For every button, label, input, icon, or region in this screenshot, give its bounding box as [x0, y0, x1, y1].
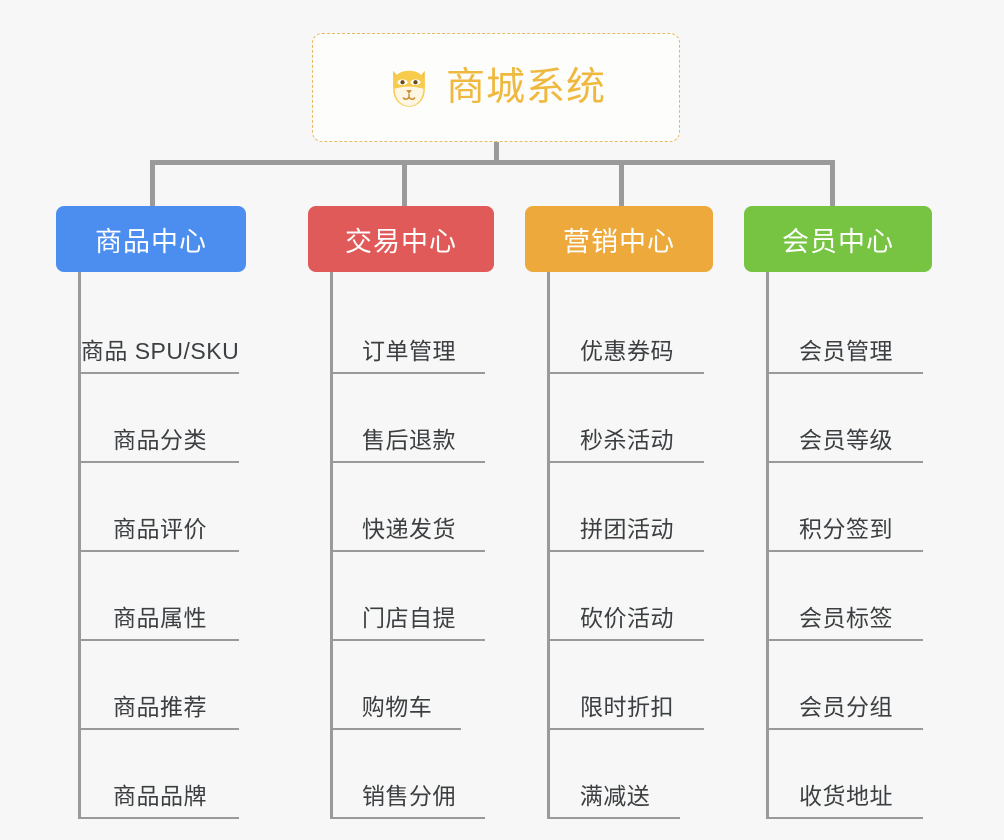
- category-header-1[interactable]: 商品中心: [56, 206, 246, 272]
- connector-drop-1: [150, 160, 155, 210]
- leaf-item-4-4[interactable]: 会员标签: [769, 552, 923, 641]
- connector-root-stem: [494, 142, 499, 164]
- leaf-item-4-5[interactable]: 会员分组: [769, 641, 923, 730]
- leaf-item-1-6[interactable]: 商品品牌: [81, 730, 239, 819]
- leaf-item-1-4[interactable]: 商品属性: [81, 552, 239, 641]
- leaf-item-1-1[interactable]: 商品 SPU/SKU: [81, 282, 239, 374]
- leaf-label: 积分签到: [799, 516, 893, 542]
- leaf-label: 会员管理: [799, 338, 893, 364]
- connector-drop-4: [830, 160, 835, 210]
- leaf-item-1-5[interactable]: 商品推荐: [81, 641, 239, 730]
- leaf-item-2-2[interactable]: 售后退款: [333, 374, 485, 463]
- leaf-item-3-5[interactable]: 限时折扣: [550, 641, 704, 730]
- leaf-label: 会员分组: [799, 694, 893, 720]
- category-header-1-label: 商品中心: [95, 226, 207, 257]
- leaf-item-4-6[interactable]: 收货地址: [769, 730, 923, 819]
- root-title: 商城系统: [445, 66, 606, 109]
- leaf-label: 商品属性: [113, 605, 207, 631]
- category-column-3: 营销中心 优惠券码 秒杀活动 拼团活动 砍价活动 限时折扣 满减送: [525, 206, 713, 819]
- leaf-item-3-6[interactable]: 满减送: [550, 730, 680, 819]
- leaf-label: 订单管理: [362, 338, 456, 364]
- shiba-dog-face-icon: [386, 65, 432, 111]
- leaf-label: 砍价活动: [580, 605, 674, 631]
- leaf-item-2-1[interactable]: 订单管理: [333, 282, 485, 374]
- leaf-list-4: 会员管理 会员等级 积分签到 会员标签 会员分组 收货地址: [766, 272, 932, 819]
- category-column-1: 商品中心 商品 SPU/SKU 商品分类 商品评价 商品属性 商品推荐 商品品牌: [56, 206, 248, 819]
- category-header-2-label: 交易中心: [345, 226, 457, 257]
- category-header-3-label: 营销中心: [563, 226, 675, 257]
- category-column-2: 交易中心 订单管理 售后退款 快递发货 门店自提 购物车 销售分佣: [308, 206, 494, 819]
- root-node[interactable]: 商城系统: [312, 33, 680, 142]
- connector-drop-2: [402, 160, 407, 210]
- leaf-label: 门店自提: [362, 605, 456, 631]
- leaf-label: 商品 SPU/SKU: [80, 338, 240, 364]
- leaf-label: 商品评价: [113, 516, 207, 542]
- leaf-item-4-3[interactable]: 积分签到: [769, 463, 923, 552]
- leaf-label: 商品分类: [113, 427, 207, 453]
- leaf-label: 售后退款: [362, 427, 456, 453]
- category-header-4[interactable]: 会员中心: [744, 206, 932, 272]
- leaf-item-4-1[interactable]: 会员管理: [769, 282, 923, 374]
- category-header-3[interactable]: 营销中心: [525, 206, 713, 272]
- leaf-label: 秒杀活动: [580, 427, 674, 453]
- leaf-item-2-4[interactable]: 门店自提: [333, 552, 485, 641]
- leaf-label: 收货地址: [799, 783, 893, 809]
- leaf-list-2: 订单管理 售后退款 快递发货 门店自提 购物车 销售分佣: [330, 272, 494, 819]
- connector-horizontal-bar: [150, 160, 835, 165]
- category-column-4: 会员中心 会员管理 会员等级 积分签到 会员标签 会员分组 收货地址: [744, 206, 932, 819]
- leaf-label: 会员标签: [799, 605, 893, 631]
- leaf-label: 商品推荐: [113, 694, 207, 720]
- leaf-label: 满减送: [579, 783, 651, 809]
- leaf-label: 拼团活动: [580, 516, 674, 542]
- leaf-item-1-3[interactable]: 商品评价: [81, 463, 239, 552]
- leaf-label: 商品品牌: [113, 783, 207, 809]
- leaf-item-3-2[interactable]: 秒杀活动: [550, 374, 704, 463]
- leaf-item-3-3[interactable]: 拼团活动: [550, 463, 704, 552]
- leaf-list-1: 商品 SPU/SKU 商品分类 商品评价 商品属性 商品推荐 商品品牌: [78, 272, 248, 819]
- connector-drop-3: [619, 160, 624, 210]
- leaf-item-3-1[interactable]: 优惠券码: [550, 282, 704, 374]
- category-header-4-label: 会员中心: [782, 226, 894, 257]
- leaf-item-1-2[interactable]: 商品分类: [81, 374, 239, 463]
- leaf-label: 快递发货: [362, 516, 456, 542]
- leaf-label: 限时折扣: [580, 694, 674, 720]
- leaf-item-2-3[interactable]: 快递发货: [333, 463, 485, 552]
- leaf-label: 销售分佣: [362, 783, 456, 809]
- leaf-item-4-2[interactable]: 会员等级: [769, 374, 923, 463]
- leaf-label: 会员等级: [799, 427, 893, 453]
- leaf-label: 优惠券码: [580, 338, 674, 364]
- leaf-item-2-6[interactable]: 销售分佣: [333, 730, 485, 819]
- leaf-item-3-4[interactable]: 砍价活动: [550, 552, 704, 641]
- leaf-list-3: 优惠券码 秒杀活动 拼团活动 砍价活动 限时折扣 满减送: [547, 272, 713, 819]
- category-header-2[interactable]: 交易中心: [308, 206, 494, 272]
- leaf-item-2-5[interactable]: 购物车: [333, 641, 461, 730]
- leaf-label: 购物车: [361, 694, 433, 720]
